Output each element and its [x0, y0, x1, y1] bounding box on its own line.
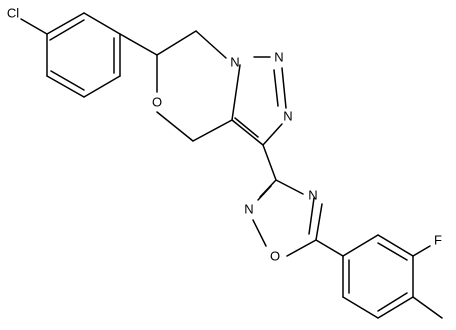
- bond: [83, 12, 121, 35]
- bond: [46, 12, 85, 35]
- bond: [315, 203, 323, 241]
- bond: [377, 242, 408, 261]
- bond: [50, 70, 85, 91]
- bond: [195, 30, 227, 59]
- bond: [342, 234, 379, 257]
- atom-labels: Cl O N N N N N O F: [7, 6, 442, 264]
- bond: [252, 219, 267, 247]
- atom-label-o-oxadiazole: O: [270, 249, 280, 264]
- bond: [257, 185, 272, 201]
- bond: [308, 197, 315, 235]
- bond: [20, 18, 48, 35]
- atom-label-n-oxadiazole-2: N: [244, 202, 253, 217]
- bond: [412, 245, 431, 257]
- bond: [377, 234, 414, 257]
- bond: [83, 75, 121, 98]
- atom-label-cl: Cl: [7, 6, 19, 21]
- bonds: [20, 12, 443, 319]
- bond: [315, 239, 344, 257]
- bond: [234, 117, 259, 138]
- bond: [156, 30, 197, 56]
- atom-label-o-morpholine: O: [152, 95, 162, 110]
- bond: [231, 119, 264, 146]
- bond: [377, 292, 408, 312]
- bond: [192, 119, 233, 142]
- bond: [377, 296, 414, 319]
- atom-label-f: F: [434, 233, 442, 248]
- bond: [119, 33, 158, 56]
- atom-label-n2: N: [274, 50, 283, 65]
- bond: [262, 123, 283, 146]
- bond: [231, 64, 241, 121]
- bond: [49, 19, 85, 41]
- bond: [342, 296, 379, 319]
- bond: [46, 75, 85, 98]
- atom-label-n3: N: [283, 109, 292, 124]
- bond: [286, 239, 317, 257]
- atom-label-n1: N: [230, 55, 239, 70]
- bond: [262, 144, 277, 181]
- atom-label-n-oxadiazole-4: N: [308, 188, 317, 203]
- bond: [156, 111, 194, 142]
- bond: [275, 179, 304, 195]
- bond: [273, 69, 279, 107]
- bond: [412, 296, 443, 319]
- bond: [281, 67, 287, 109]
